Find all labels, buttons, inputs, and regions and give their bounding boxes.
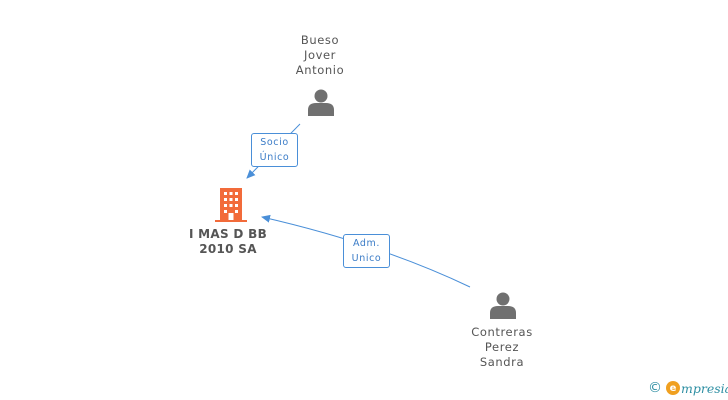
person-name-line: Jover — [303, 48, 337, 62]
person-name-line: Perez — [484, 340, 520, 354]
person-name-line: Antonio — [295, 63, 345, 77]
edge-label-line: Adm. — [352, 238, 381, 249]
empresia-logo-icon: e — [666, 381, 680, 395]
person-icon[interactable] — [488, 291, 518, 319]
building-icon[interactable] — [215, 187, 247, 222]
copyright-icon: © — [648, 380, 662, 396]
brand-name: mpresia — [681, 380, 728, 396]
edge-label-socio-unico[interactable]: Socio Único — [251, 133, 298, 167]
person-name-line: Contreras — [471, 325, 533, 339]
company-node-label[interactable]: I MAS D BB 2010 SA — [178, 227, 278, 257]
person-name-line: Sandra — [479, 355, 525, 369]
edge-label-adm-unico[interactable]: Adm. Unico — [343, 234, 390, 268]
person-node-label-bueso[interactable]: Bueso Jover Antonio — [280, 33, 360, 78]
edge-label-line: Único — [259, 152, 290, 163]
person-icon[interactable] — [306, 88, 336, 116]
company-name-line: I MAS D BB — [188, 227, 268, 241]
edge-label-line: Unico — [351, 253, 382, 264]
company-name-line: 2010 SA — [199, 242, 257, 256]
edge-label-line: Socio — [260, 137, 289, 148]
person-name-line: Bueso — [300, 33, 340, 47]
empresia-watermark: © e mpresia — [648, 377, 728, 399]
person-node-label-contreras[interactable]: Contreras Perez Sandra — [456, 325, 548, 370]
